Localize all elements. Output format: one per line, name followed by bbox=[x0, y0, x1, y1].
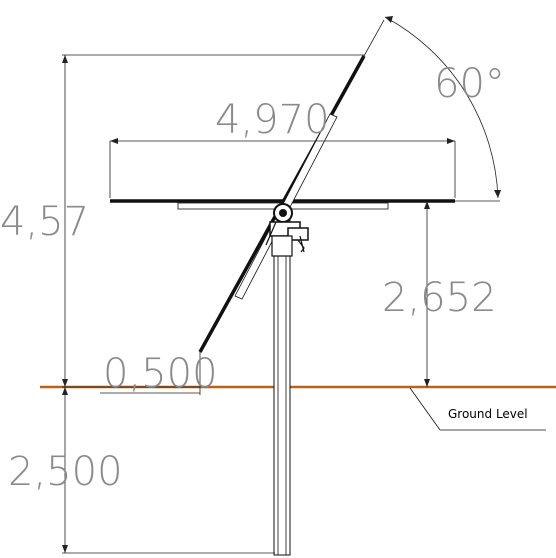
dimension-tilt-angle bbox=[363, 16, 501, 202]
embedment-depth-label: 2,500 bbox=[8, 449, 123, 495]
tilt-angle-label: 60° bbox=[434, 61, 505, 107]
ground-level-label: Ground Level bbox=[448, 407, 528, 421]
dimension-total-height bbox=[62, 54, 365, 553]
support-post bbox=[273, 204, 291, 556]
dimension-panel-width bbox=[109, 138, 456, 198]
dimension-embedment-depth bbox=[62, 387, 275, 554]
pivot-assembly bbox=[265, 203, 309, 257]
dimension-ground-clearance bbox=[100, 352, 201, 395]
ground-clearance-label: 0,500 bbox=[103, 351, 218, 397]
pivot-height-label: 2,652 bbox=[382, 275, 497, 321]
total-height-label: 4,57 bbox=[0, 199, 89, 245]
ground-level-leader bbox=[409, 387, 546, 431]
dimension-pivot-height bbox=[424, 201, 430, 387]
panel-width-label: 4,970 bbox=[215, 97, 330, 143]
